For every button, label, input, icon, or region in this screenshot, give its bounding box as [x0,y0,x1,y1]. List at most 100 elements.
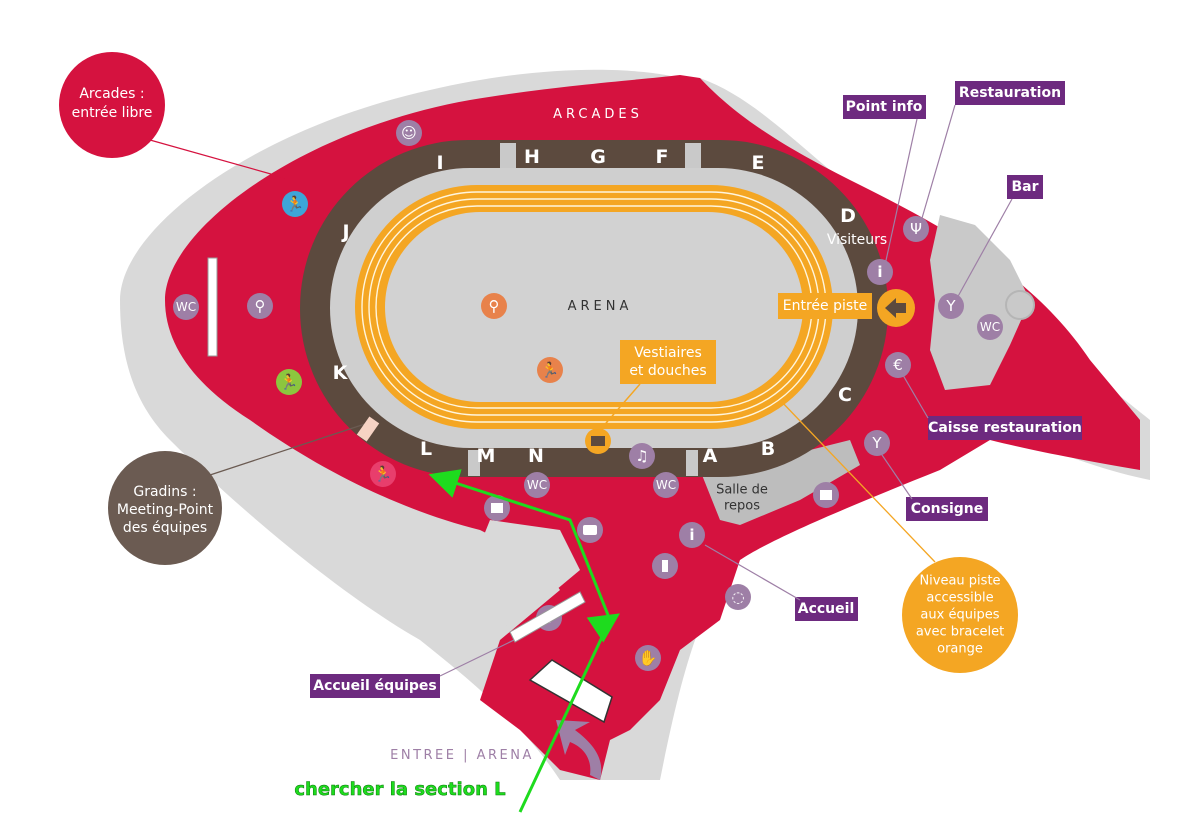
fork-knife-icon[interactable]: Ψ [903,216,929,242]
runner-blue-icon: 🏃 [282,191,308,217]
arcades-line1: Arcades : [79,86,144,102]
svg-text:Ψ: Ψ [910,220,922,238]
hand-icon[interactable]: ✋ [635,645,661,671]
visiteurs-label: Visiteurs [827,232,887,248]
arena-title: ARENA [568,299,633,314]
entrance-arrow-icon [556,720,602,780]
svg-text:WC: WC [656,478,676,492]
cocktail-icon[interactable]: Y [938,293,964,319]
arcades-callout [59,52,165,158]
section-d[interactable]: D [840,205,856,227]
wc-center-right-icon[interactable]: WC [653,472,679,498]
entree-piste-label: Entrée piste [783,298,868,314]
euro-icon[interactable]: € [885,352,911,378]
vestiaires-box [620,340,716,384]
salle-repos-line1: Salle de [716,483,768,498]
entree-piste-box [778,293,872,319]
gradins-line3: des équipes [123,520,207,536]
niveau-line2: accessible [926,591,993,606]
svg-text:WC: WC [176,300,196,314]
tag-bar[interactable]: Bar [1007,175,1043,199]
salle-repos-line2: repos [724,499,760,514]
tag-accueil-equipes[interactable]: Accueil équipes [310,674,440,698]
tag-accueil[interactable]: Accueil [795,597,858,621]
bleachers-gap-bottom2 [686,450,698,476]
section-b[interactable]: B [761,438,775,460]
section-a[interactable]: A [703,445,718,467]
section-i[interactable]: I [436,152,443,174]
wc-bar-icon[interactable]: WC [977,314,1003,340]
svg-text:◌: ◌ [731,588,744,606]
bleachers-gap-bottom1 [468,450,480,476]
smile-icon[interactable]: ☺ [396,120,422,146]
runner-green-icon: 🏃 [276,369,302,395]
tag-consigne[interactable]: Consigne [906,497,988,521]
svg-text:Y: Y [871,434,882,452]
section-f[interactable]: F [656,146,669,168]
niveau-line5: orange [937,642,983,657]
svg-text:🏃: 🏃 [541,361,560,379]
chat-icon[interactable]: ◌ [725,584,751,610]
niveau-line4: avec bracelet [916,625,1004,640]
bleachers-gap-top [500,143,516,169]
tag-point-info[interactable]: Point info [843,95,926,119]
vestiaires-line1: Vestiaires [634,345,702,361]
niveau-piste-callout [902,557,1018,673]
cocktail-consigne-icon[interactable]: Y [864,430,890,456]
bleachers-gap-top2 [685,143,701,169]
section-m[interactable]: M [477,445,496,467]
info-icon[interactable]: i [867,259,893,285]
gradins-line1: Gradins : [133,484,196,500]
svg-text:i: i [877,263,882,281]
bar-area [930,215,1030,390]
svg-text:✋: ✋ [639,649,658,667]
tag-caisse-restauration[interactable]: Caisse restauration [928,416,1082,440]
niveau-line3: aux équipes [920,608,999,623]
arcades-line2: entrée libre [72,105,153,121]
svg-text:♫: ♫ [635,447,648,465]
svg-text:⚲: ⚲ [489,297,500,315]
svg-text:€: € [893,356,903,374]
gradins-line2: Meeting-Point [117,502,214,518]
section-e[interactable]: E [752,152,765,174]
route-to-section-l [428,469,612,813]
team-entrance [509,591,586,643]
section-h[interactable]: H [524,146,540,168]
section-g[interactable]: G [590,146,606,168]
meeting-point-marker [356,416,380,442]
camera-icon[interactable] [577,517,603,543]
section-k[interactable]: K [333,362,349,384]
bar-round [1005,290,1035,320]
section-l[interactable]: L [420,438,432,460]
candle-icon[interactable] [652,553,678,579]
arcades-title: ARCADES [553,107,643,122]
bike-parking-icon[interactable]: ⚲ [247,293,273,319]
svg-text:Caisse restauration: Caisse restauration [928,420,1082,436]
arrow-left-icon [885,298,906,318]
wc-center-left-icon[interactable]: WC [524,472,550,498]
entree-arena-label: ENTREE | ARENA [390,748,534,763]
section-c[interactable]: C [838,384,852,406]
entrance-ramp [430,520,580,640]
svg-text:Bar: Bar [1011,179,1038,195]
luggage-left-icon[interactable] [484,495,510,521]
svg-text:⚲: ⚲ [255,297,266,315]
svg-text:Accueil équipes: Accueil équipes [313,678,437,694]
route-arrow-upper [586,613,620,643]
annotation-text: chercher la section L [294,779,505,800]
gradins-callout [108,451,222,565]
svg-text:i: i [689,526,694,544]
svg-text:🏃: 🏃 [286,195,305,213]
svg-text:Accueil: Accueil [798,601,855,617]
info-accueil-icon[interactable]: i [679,522,705,548]
tag-restauration[interactable]: Restauration [955,81,1065,105]
music-icon[interactable]: ♫ [629,443,655,469]
svg-text:WC: WC [980,320,1000,334]
luggage-icon[interactable] [813,482,839,508]
section-j[interactable]: J [340,221,349,243]
niveau-line1: Niveau piste [919,574,1000,589]
section-n[interactable]: N [528,445,544,467]
wc-left-icon[interactable]: WC [173,294,199,320]
svg-text:🏃: 🏃 [374,465,393,483]
svg-text:Consigne: Consigne [911,501,983,517]
